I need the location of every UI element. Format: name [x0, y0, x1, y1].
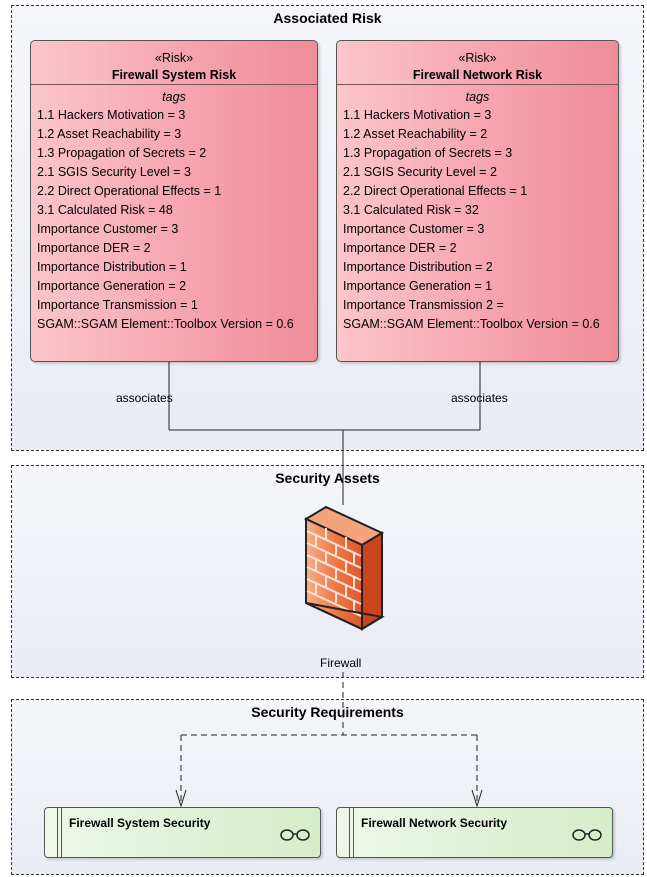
stereotype-label: «Risk» — [154, 51, 194, 65]
risk-firewall-system[interactable]: «Risk» Firewall System Risk tags 1.1 Hac… — [30, 40, 318, 362]
tag-item: Importance DER = 2 — [343, 241, 457, 255]
firewall-icon — [303, 505, 385, 631]
package-title: Security Assets — [275, 470, 380, 486]
package-title: Associated Risk — [273, 10, 382, 26]
requirement-bar — [349, 808, 350, 857]
requirement-firewall-network-security[interactable]: Firewall Network Security — [336, 807, 613, 858]
tag-item: 2.1 SGIS Security Level = 2 — [343, 165, 497, 179]
tag-item: 3.1 Calculated Risk = 48 — [37, 203, 173, 217]
tag-item: SGAM::SGAM Element::Toolbox Version = 0.… — [343, 317, 600, 331]
tag-item: Importance Distribution = 1 — [37, 260, 187, 274]
tag-item: 1.2 Asset Reachability = 3 — [37, 127, 182, 141]
tags-header: tags — [162, 90, 186, 104]
tag-item: 1.1 Hackers Motivation = 3 — [343, 108, 492, 122]
stereotype-label: «Risk» — [458, 51, 497, 65]
requirement-bar — [353, 808, 354, 857]
tag-item: 2.2 Direct Operational Effects = 1 — [37, 184, 222, 198]
risk-header: «Risk» Firewall System Risk — [31, 41, 317, 85]
requirement-bar — [61, 808, 62, 857]
tags-header: tags — [465, 90, 490, 104]
tag-item: Importance Generation = 1 — [343, 279, 493, 293]
tag-list: 1.1 Hackers Motivation = 3 1.2 Asset Rea… — [31, 106, 317, 334]
tag-item: Importance Transmission 2 = — [343, 298, 504, 312]
tag-item: 1.1 Hackers Motivation = 3 — [37, 108, 186, 122]
requirement-bar — [57, 808, 58, 857]
tag-list: 1.1 Hackers Motivation = 3 1.2 Asset Rea… — [337, 106, 618, 334]
glasses-icon — [280, 829, 310, 841]
glasses-icon — [572, 829, 602, 841]
association-label-right: associates — [451, 391, 508, 405]
tag-item: 1.3 Propagation of Secrets = 3 — [343, 146, 513, 160]
tag-item: 2.2 Direct Operational Effects = 1 — [343, 184, 528, 198]
tag-item: 1.3 Propagation of Secrets = 2 — [37, 146, 207, 160]
firewall-label: Firewall — [320, 656, 362, 670]
risk-firewall-network[interactable]: «Risk» Firewall Network Risk tags 1.1 Ha… — [336, 40, 619, 362]
tag-item: 1.2 Asset Reachability = 2 — [343, 127, 488, 141]
package-title: Security Requirements — [251, 704, 404, 720]
requirement-name: Firewall System Security — [69, 816, 211, 830]
dependency-arrowhead-left — [175, 789, 187, 808]
tag-item: Importance Generation = 2 — [37, 279, 187, 293]
requirement-firewall-system-security[interactable]: Firewall System Security — [44, 807, 321, 858]
package-security-assets[interactable]: Security Assets — [11, 465, 644, 678]
risk-header: «Risk» Firewall Network Risk — [337, 41, 618, 85]
tag-item: Importance Transmission = 1 — [37, 298, 198, 312]
tag-item: SGAM::SGAM Element::Toolbox Version = 0.… — [37, 317, 294, 331]
dependency-arrowhead-right — [471, 789, 483, 808]
tag-item: Importance Distribution = 2 — [343, 260, 493, 274]
risk-name: Firewall Network Risk — [412, 68, 543, 82]
tag-item: Importance Customer = 3 — [37, 222, 179, 236]
association-label-left: associates — [116, 391, 173, 405]
firewall-asset[interactable] — [296, 505, 386, 650]
tag-item: 3.1 Calculated Risk = 32 — [343, 203, 479, 217]
tag-item: 2.1 SGIS Security Level = 3 — [37, 165, 191, 179]
tag-item: Importance DER = 2 — [37, 241, 151, 255]
risk-name: Firewall System Risk — [111, 68, 237, 82]
tag-item: Importance Customer = 3 — [343, 222, 485, 236]
requirement-name: Firewall Network Security — [361, 816, 508, 830]
